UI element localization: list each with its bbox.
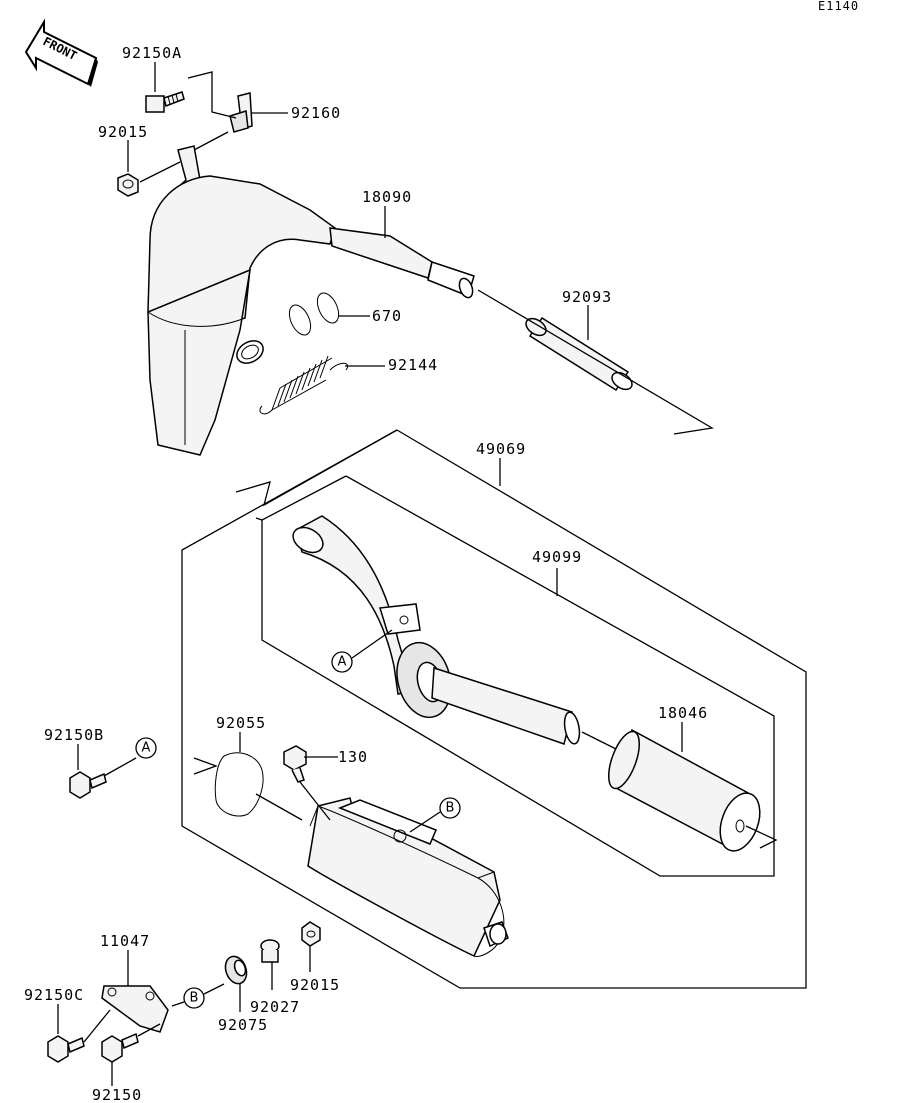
silencer-insert-18046 bbox=[608, 728, 761, 852]
callout-b-bracket: B bbox=[183, 987, 205, 1009]
svg-text:A: A bbox=[142, 741, 151, 756]
label-92150A: 92150A bbox=[122, 44, 182, 62]
label-92150B: 92150B bbox=[44, 726, 104, 744]
label-49069: 49069 bbox=[476, 440, 526, 458]
label-11047: 11047 bbox=[100, 932, 150, 950]
svg-text:B: B bbox=[190, 991, 199, 1006]
bolt-92150B bbox=[69, 771, 107, 799]
callout-a-bolt: A bbox=[135, 737, 157, 759]
gasket-92055 bbox=[214, 752, 264, 817]
grommet-92075 bbox=[224, 955, 248, 985]
nut-92015-bottom bbox=[301, 921, 321, 947]
bolt-92150C bbox=[47, 1035, 85, 1063]
pipe-92093 bbox=[525, 316, 633, 392]
spring-92144 bbox=[259, 355, 348, 415]
bolt-92150 bbox=[101, 1032, 139, 1063]
header-pipe-49099 bbox=[292, 515, 581, 745]
label-670: 670 bbox=[372, 307, 402, 325]
collar-92027 bbox=[260, 939, 280, 963]
bracket-11047 bbox=[101, 985, 169, 1033]
callout-b-muffler: B bbox=[439, 797, 461, 819]
bracket-92160 bbox=[229, 92, 253, 133]
label-92150: 92150 bbox=[92, 1086, 142, 1103]
expansion-chamber-18090 bbox=[147, 145, 475, 456]
label-130: 130 bbox=[338, 748, 368, 766]
label-92027: 92027 bbox=[250, 998, 300, 1016]
label-92144: 92144 bbox=[388, 356, 438, 374]
bolt-130 bbox=[283, 745, 307, 783]
diagram-code: E1140 bbox=[818, 0, 859, 13]
label-18090: 18090 bbox=[362, 188, 412, 206]
muffler-body bbox=[307, 797, 509, 957]
svg-text:A: A bbox=[338, 655, 347, 670]
nut-92015-top bbox=[117, 173, 139, 197]
label-18046: 18046 bbox=[658, 704, 708, 722]
label-49099: 49099 bbox=[532, 548, 582, 566]
label-92075: 92075 bbox=[218, 1016, 268, 1034]
svg-text:B: B bbox=[446, 801, 455, 816]
label-92055: 92055 bbox=[216, 714, 266, 732]
label-92160: 92160 bbox=[291, 104, 341, 122]
callout-a-header: A bbox=[331, 651, 353, 673]
front-arrow-icon: FRONT bbox=[24, 18, 98, 87]
label-92093: 92093 bbox=[562, 288, 612, 306]
label-92150C: 92150C bbox=[24, 986, 84, 1004]
label-92015-top: 92015 bbox=[98, 123, 148, 141]
label-92015-bottom: 92015 bbox=[290, 976, 340, 994]
o-rings-670 bbox=[288, 292, 340, 336]
bolt-92150A bbox=[145, 91, 185, 113]
